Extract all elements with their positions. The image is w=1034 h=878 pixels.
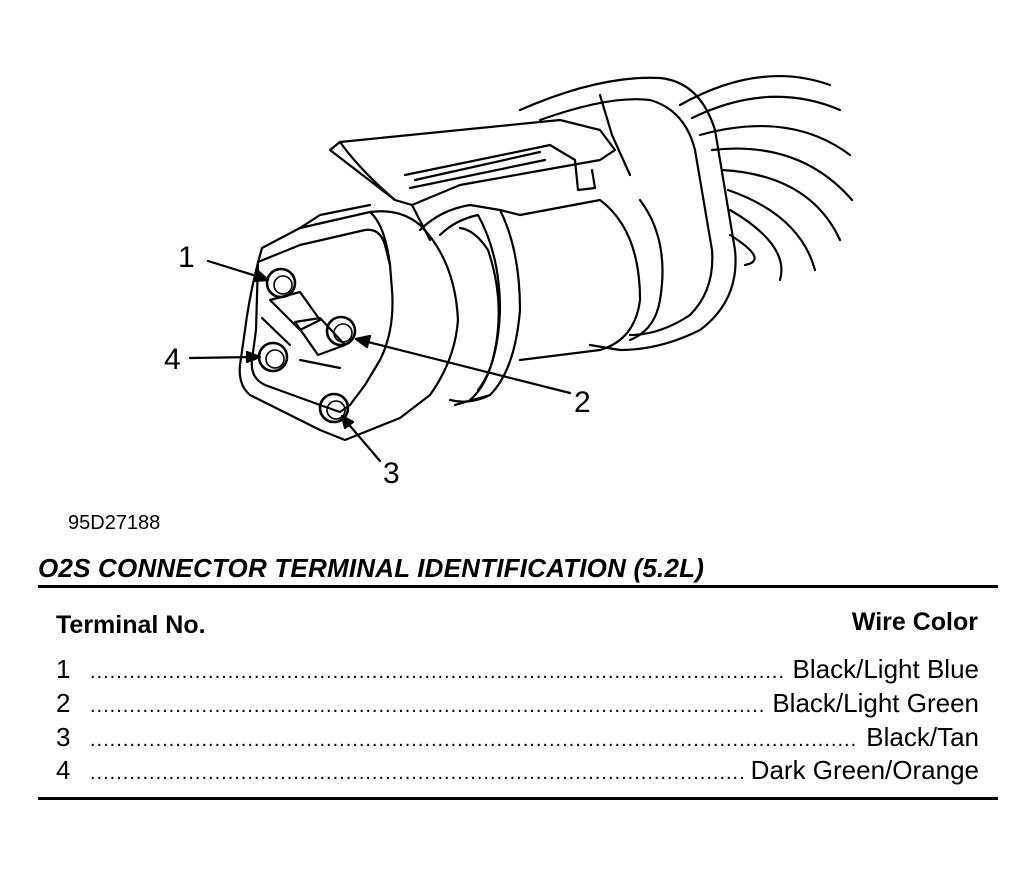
dot-leader: ........................................… — [90, 762, 743, 784]
latch — [328, 118, 617, 242]
dot-leader: ........................................… — [90, 661, 785, 683]
header-terminal-no: Terminal No. — [56, 611, 206, 639]
collar-rings — [418, 198, 642, 407]
terminal-number: 4 — [56, 755, 71, 785]
wire-bundle — [678, 75, 854, 282]
dot-leader: ........................................… — [90, 695, 764, 717]
callout-terminal-1: 1 — [178, 241, 195, 274]
figure-id: 95D27188 — [68, 512, 161, 534]
callout-terminal-4: 4 — [164, 343, 181, 376]
dot-leader: ........................................… — [90, 729, 858, 751]
wire-color: Black/Tan — [866, 722, 979, 752]
callout-terminal-2: 2 — [574, 386, 591, 419]
table-row: 2 ......................................… — [56, 687, 979, 719]
header-wire-color: Wire Color — [851, 608, 978, 636]
callout-arrows — [188, 259, 572, 463]
terminal-number: 1 — [56, 654, 71, 684]
table-row: 4 ......................................… — [56, 754, 979, 786]
wire-color: Dark Green/Orange — [750, 755, 979, 785]
rear-housing — [518, 76, 737, 352]
table-title: O2S CONNECTOR TERMINAL IDENTIFICATION (5… — [38, 553, 705, 583]
terminal-number: 2 — [56, 688, 71, 718]
connector-illustration — [188, 75, 854, 463]
terminal-cavities — [257, 267, 357, 424]
terminal-number: 3 — [56, 722, 71, 752]
wire-color: Black/Light Green — [772, 688, 979, 718]
callout-terminal-3: 3 — [383, 457, 400, 490]
table-bottom-rule — [38, 797, 998, 800]
table-row: 1 ......................................… — [56, 653, 979, 685]
wire-color: Black/Light Blue — [792, 654, 979, 684]
table-top-rule — [38, 585, 998, 588]
table-row: 3 ......................................… — [56, 721, 979, 753]
